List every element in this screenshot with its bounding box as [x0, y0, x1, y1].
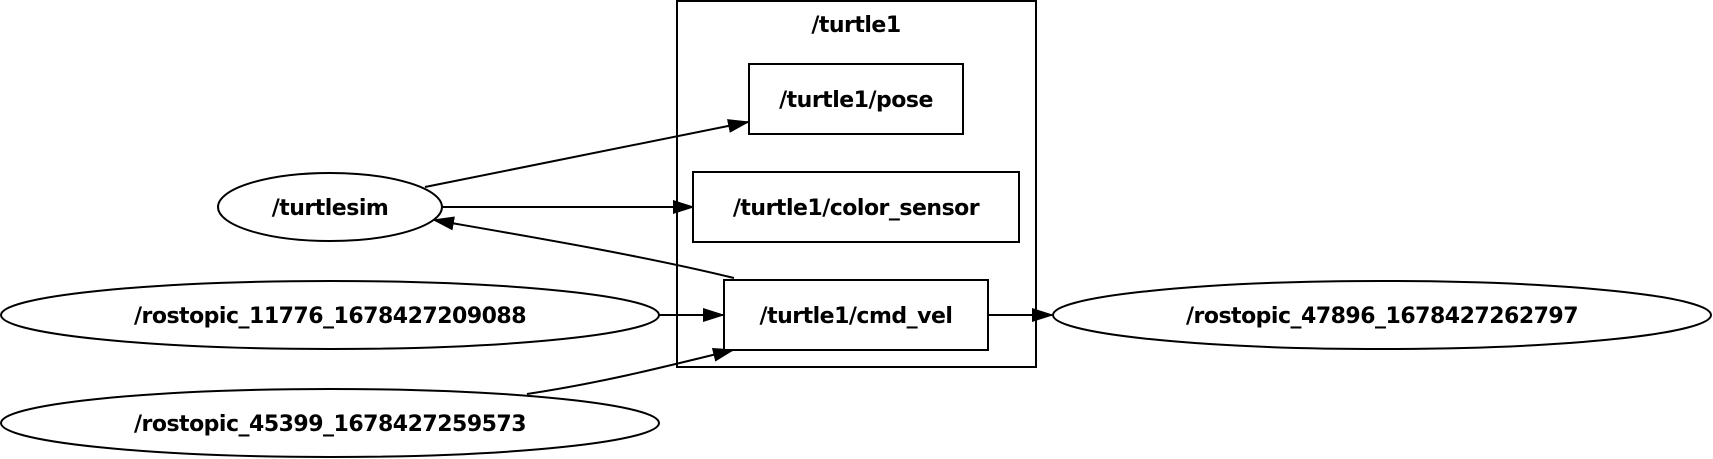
node-rostopic-11776[interactable]: /rostopic_11776_1678427209088 — [0, 280, 660, 350]
node-rostopic-47896-label: /rostopic_47896_1678427262797 — [1186, 304, 1578, 329]
topic-turtle1-color-sensor-shape — [692, 171, 1020, 243]
node-turtlesim[interactable]: /turtlesim — [217, 172, 443, 242]
edge-turtlesim-to-pose[interactable] — [424, 119, 750, 188]
topic-turtle1-pose-label: /turtle1/pose — [779, 88, 933, 113]
topic-turtle1-cmd-vel[interactable]: /turtle1/cmd_vel — [723, 279, 989, 351]
edge-rostopic-45399-to-cmd-vel[interactable] — [526, 347, 735, 395]
topic-turtle1-cmd-vel-shape — [723, 279, 989, 351]
node-rostopic-45399-label: /rostopic_45399_1678427259573 — [134, 412, 526, 437]
node-rostopic-45399[interactable]: /rostopic_45399_1678427259573 — [0, 388, 660, 458]
edges — [424, 119, 1054, 395]
topic-turtle1-pose[interactable]: /turtle1/pose — [748, 63, 964, 135]
cluster-turtle1-box — [676, 0, 1037, 368]
node-rostopic-47896[interactable]: /rostopic_47896_1678427262797 — [1052, 280, 1712, 350]
node-rostopic-11776-shape — [0, 280, 660, 350]
node-turtlesim-label: /turtlesim — [272, 196, 389, 221]
topic-turtle1-cmd-vel-label: /turtle1/cmd_vel — [760, 304, 953, 329]
node-rostopic-47896-shape — [1052, 280, 1712, 350]
edge-cmd-vel-to-turtlesim[interactable] — [432, 216, 735, 279]
node-rostopic-45399-shape — [0, 388, 660, 458]
node-turtlesim-shape — [217, 172, 443, 242]
node-rostopic-11776-label: /rostopic_11776_1678427209088 — [134, 304, 526, 329]
topic-turtle1-color-sensor[interactable]: /turtle1/color_sensor — [692, 171, 1020, 243]
cluster-turtle1-label: /turtle1 — [811, 13, 900, 38]
topic-turtle1-color-sensor-label: /turtle1/color_sensor — [733, 196, 980, 221]
cluster-turtle1: /turtle1 — [676, 0, 1037, 368]
topic-turtle1-pose-shape — [748, 63, 964, 135]
